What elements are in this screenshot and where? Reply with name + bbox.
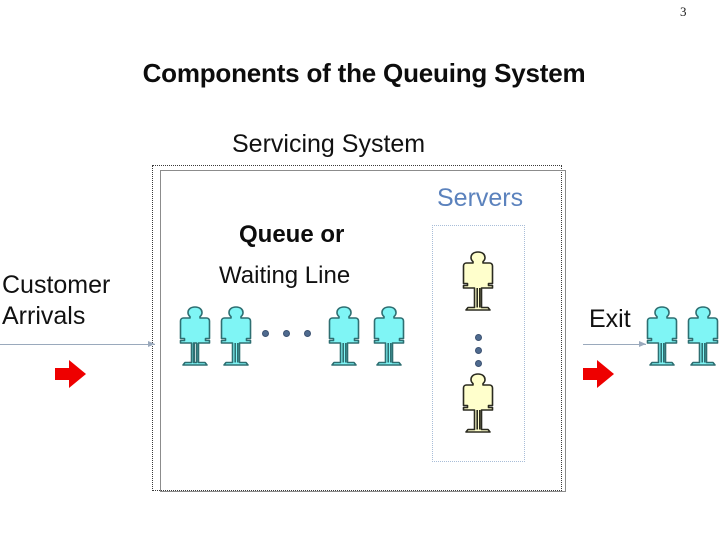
page-number: 3 xyxy=(680,4,687,19)
queue-person-icon xyxy=(217,305,255,367)
exit-person-icon xyxy=(643,305,681,367)
servicing-system-frame-inner xyxy=(160,170,566,492)
ellipsis-dot xyxy=(283,330,290,337)
customer-arrivals-line-2: Arrivals xyxy=(2,302,86,330)
servers-ellipsis xyxy=(475,334,485,374)
block-arrow-tip xyxy=(69,360,86,388)
arrow-head xyxy=(148,341,155,347)
queue-person-icon xyxy=(325,305,363,367)
customer-arrivals-line-1: Customer xyxy=(2,271,111,299)
page-title: Components of the Queuing System xyxy=(142,58,586,88)
queue-label-line-2: Waiting Line xyxy=(219,262,351,289)
ellipsis-dot xyxy=(475,360,482,367)
servers-label: Servers xyxy=(437,184,524,212)
ellipsis-dot xyxy=(475,334,482,341)
servers-box xyxy=(432,225,525,462)
queue-person-icon xyxy=(176,305,214,367)
ellipsis-dot xyxy=(262,330,269,337)
exit-person-icon xyxy=(684,305,722,367)
arrow-shaft xyxy=(583,344,646,345)
block-arrow-tail xyxy=(55,368,70,380)
block-arrow-tip xyxy=(597,360,614,388)
arrival-block-arrow-right-icon xyxy=(55,360,86,388)
arrow-head xyxy=(639,341,646,347)
ellipsis-dot xyxy=(304,330,311,337)
server-person-icon xyxy=(459,372,497,434)
block-arrow-tail xyxy=(583,368,598,380)
servicing-system-frame-outer xyxy=(152,165,562,491)
queue-label-line-1: Queue or xyxy=(239,221,345,248)
customer-arrivals-label: Customer Arrivals xyxy=(2,270,110,332)
queue-ellipsis xyxy=(262,330,322,340)
servicing-system-label: Servicing System xyxy=(232,130,426,158)
server-person-icon xyxy=(459,250,497,312)
ellipsis-dot xyxy=(475,347,482,354)
arrow-shaft xyxy=(0,344,155,345)
arrival-arrow-right-icon xyxy=(0,340,155,350)
exit-arrow-right-icon xyxy=(583,340,646,350)
exit-label: Exit xyxy=(589,305,631,333)
exit-block-arrow-right-icon xyxy=(583,360,614,388)
queue-person-icon xyxy=(370,305,408,367)
